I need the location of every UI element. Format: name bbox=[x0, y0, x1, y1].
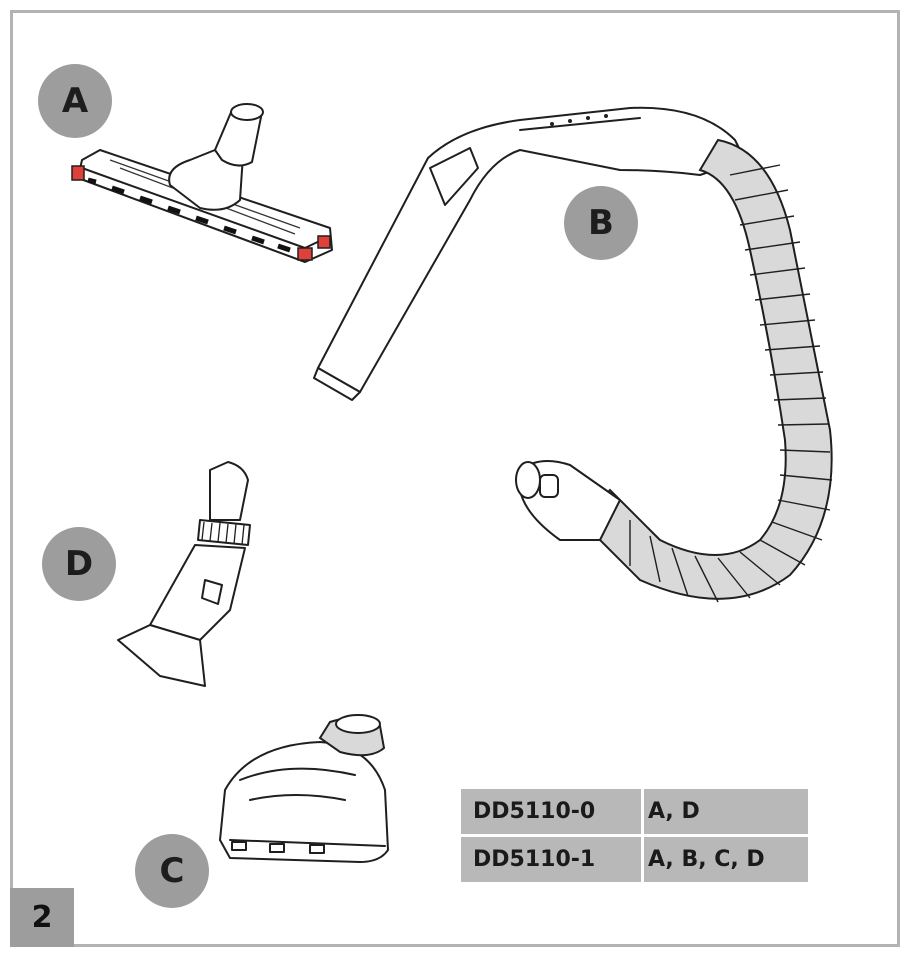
turbo-brush-illustration bbox=[219, 714, 389, 863]
model-code: DD5110-0 bbox=[461, 789, 644, 834]
model-code: DD5110-1 bbox=[461, 837, 644, 882]
table-row: DD5110-1 A, B, C, D bbox=[461, 837, 808, 882]
model-parts: A, D bbox=[644, 789, 808, 834]
model-table: DD5110-0 A, D DD5110-1 A, B, C, D bbox=[461, 786, 808, 885]
floor-nozzle-illustration bbox=[71, 103, 333, 263]
marker-d: D bbox=[42, 527, 116, 601]
marker-a: A bbox=[38, 64, 112, 138]
page-number: 2 bbox=[10, 888, 74, 947]
crevice-tool-illustration bbox=[117, 461, 251, 687]
marker-c: C bbox=[135, 834, 209, 908]
table-row: DD5110-0 A, D bbox=[461, 789, 808, 834]
marker-b: B bbox=[564, 186, 638, 260]
model-parts: A, B, C, D bbox=[644, 837, 808, 882]
hose-handle-illustration bbox=[313, 106, 833, 603]
page-frame bbox=[10, 10, 900, 947]
